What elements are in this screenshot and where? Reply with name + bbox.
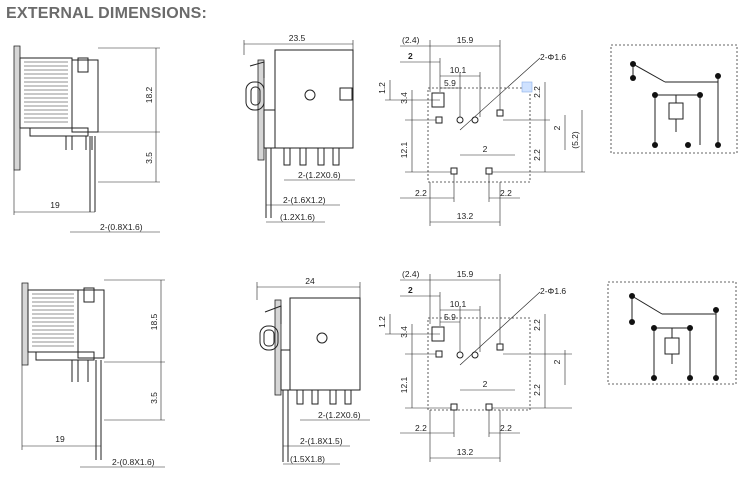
dim-v4: 12.1 — [399, 376, 409, 393]
dim-pin-a: 2-(1.2X0.6) — [298, 170, 341, 180]
dim-h2: 2.2 — [500, 423, 512, 433]
dim-v7: 2 — [552, 359, 562, 364]
dim-d2: 15.9 — [457, 269, 474, 279]
dim-d1: (2.4) — [402, 35, 420, 45]
dim-pin-b: 2-(1.8X1.5) — [300, 436, 343, 446]
dim-v7: 2 — [552, 125, 562, 130]
dim-hole: 2-Φ1.6 — [540, 52, 566, 62]
dim-width: 19 — [50, 200, 60, 210]
schematic-2 — [607, 281, 737, 385]
dim-v3: 2.2 — [532, 319, 542, 331]
footprint-2: 2-Φ1.6 (2.4) 15.9 2 10.1 5.9 1.2 3.4 12.… — [377, 269, 572, 462]
dim-v2: 3.4 — [399, 92, 409, 104]
front-view-2: 24 2-(1.2X0.6) 2-(1.8X1.5) (1.5X1.8) — [256, 276, 370, 465]
dim-d2: 15.9 — [457, 35, 474, 45]
side-view-2: 18.5 3.5 19 2-(0.8X1.6) — [21, 279, 165, 468]
dim-h1: 2.2 — [415, 423, 427, 433]
dim-pin-c: (1.2X1.6) — [280, 212, 315, 222]
dim-hole: 2-Φ1.6 — [540, 286, 566, 296]
dim-pin: 2-(0.8X1.6) — [112, 457, 155, 467]
dim-pin-b: 2-(1.6X1.2) — [283, 195, 326, 205]
dim-pin-length: 3.5 — [144, 152, 154, 164]
dim-height: 18.2 — [144, 86, 154, 103]
dim-pin-length: 3.5 — [149, 392, 159, 404]
dim-v6: 2.2 — [532, 149, 542, 161]
dim-v8: (5.2) — [570, 131, 580, 149]
dim-d4: 10.1 — [450, 65, 467, 75]
dim-v5: 2 — [483, 379, 488, 389]
dim-v1: 1.2 — [377, 316, 387, 328]
side-view-1: 18.2 3.5 19 2-(0.8X1.6) — [13, 45, 160, 233]
page-title: EXTERNAL DIMENSIONS: — [6, 5, 208, 22]
dim-d1: (2.4) — [402, 269, 420, 279]
dim-v1: 1.2 — [377, 82, 387, 94]
dim-v6: 2.2 — [532, 384, 542, 396]
dim-d3: 2 — [408, 285, 413, 295]
dim-h2: 2.2 — [500, 188, 512, 198]
dim-pin-c: (1.5X1.8) — [290, 454, 325, 464]
dim-width: 24 — [305, 276, 315, 286]
dim-h1: 2.2 — [415, 188, 427, 198]
dim-h3: 13.2 — [457, 447, 474, 457]
dim-d4: 10.1 — [450, 299, 467, 309]
schematic-1 — [610, 44, 738, 154]
dim-height: 18.5 — [149, 313, 159, 330]
front-view-1: 23.5 2-(1.2X0.6) 2-(1.6X1.2) (1.2X1.6) — [243, 33, 355, 223]
dim-pin-a: 2-(1.2X0.6) — [318, 410, 361, 420]
dim-v4: 12.1 — [399, 141, 409, 158]
dim-width: 19 — [55, 434, 65, 444]
footprint-1: 2-Φ1.6 (2.4) 15.9 2 10.1 5.9 1.2 3.4 12.… — [377, 35, 585, 226]
dim-v5: 2 — [483, 144, 488, 154]
dim-v3: 2.2 — [532, 86, 542, 98]
dim-d5: 5.9 — [444, 78, 456, 88]
dim-d5: 5.9 — [444, 312, 456, 322]
dim-h3: 13.2 — [457, 211, 474, 221]
dim-width: 23.5 — [289, 33, 306, 43]
dim-v2: 3.4 — [399, 326, 409, 338]
dim-pin: 2-(0.8X1.6) — [100, 222, 143, 232]
dim-d3: 2 — [408, 51, 413, 61]
